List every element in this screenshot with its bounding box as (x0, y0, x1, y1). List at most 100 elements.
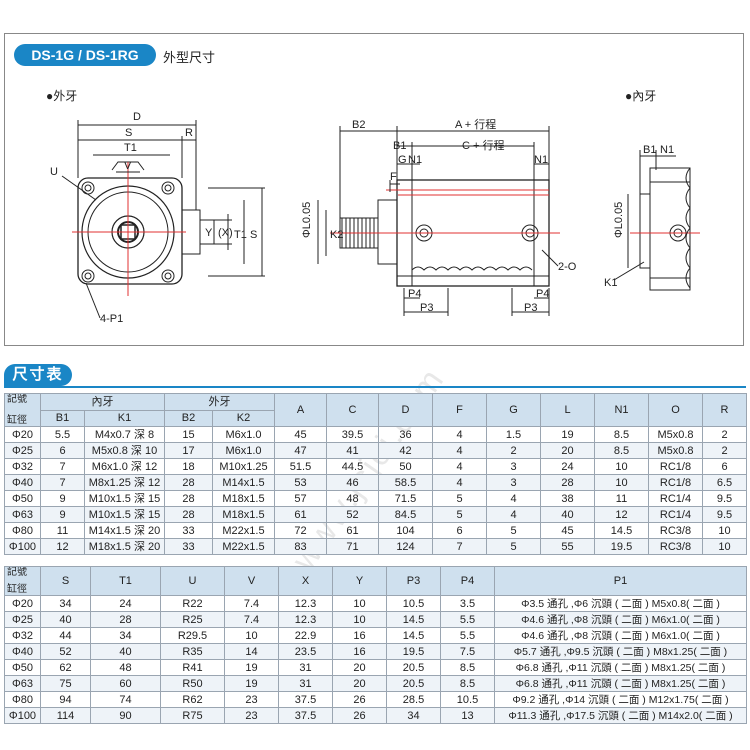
section-title: 尺寸表 (4, 364, 72, 386)
table2-corner: 記號 缸徑 (4, 566, 41, 596)
table2-cell: Φ6.8 通孔 ,Φ11 沉頭 ( 二面 ) M8x1.25( 二面 ) (494, 675, 747, 692)
table1-cell: 9 (40, 490, 85, 507)
table1-cell: M10x1.25 (212, 458, 275, 475)
table1-cell: 28 (164, 474, 213, 491)
table1-cell: 15 (164, 426, 213, 443)
table2-cell: 10 (332, 595, 387, 612)
table1-cell: 10 (702, 538, 747, 555)
table1-cell: 52 (326, 506, 379, 523)
dim-label-N1b: N1 (534, 154, 548, 166)
table1-cell: 5.5 (40, 426, 85, 443)
table1-cell: 10 (702, 522, 747, 539)
table1-cell: 20 (540, 442, 595, 459)
table1-cell: 38 (540, 490, 595, 507)
table2-header: T1 (90, 566, 161, 596)
table1-header: R (702, 393, 747, 427)
table1-cell: 4 (432, 442, 487, 459)
table1-cell: RC3/8 (648, 538, 703, 555)
table2-cell: 20.5 (386, 659, 441, 676)
table1-cell: M14x1.5 (212, 474, 275, 491)
table1-cell: 14.5 (594, 522, 649, 539)
table2-header: P3 (386, 566, 441, 596)
table1-cell: 5 (486, 522, 541, 539)
table1-cell: 33 (164, 522, 213, 539)
table2-cell: R50 (160, 675, 225, 692)
table1-cell: RC1/8 (648, 458, 703, 475)
table1-cell: 2 (702, 442, 747, 459)
table2-cell: 12.3 (278, 611, 333, 628)
table1-cell: 7 (40, 474, 85, 491)
dim-label-K2: K2 (330, 229, 343, 241)
table1-cell: 61 (326, 522, 379, 539)
table1-group-male: 外牙 (164, 393, 275, 411)
table1-cell: 3 (486, 458, 541, 475)
table2-header: U (160, 566, 225, 596)
table2-cell: 23 (224, 707, 279, 724)
table1-cell: 6.5 (702, 474, 747, 491)
table2-cell: 16 (332, 627, 387, 644)
table2-cell: 16 (332, 643, 387, 660)
table1-header: A (274, 393, 327, 427)
table1-cell: 12 (594, 506, 649, 523)
table2-cell: 28 (90, 611, 161, 628)
table2-cell: R22 (160, 595, 225, 612)
table1-cell: 17 (164, 442, 213, 459)
table1-header: N1 (594, 393, 649, 427)
section-divider (4, 386, 746, 388)
table2-cell: 34 (386, 707, 441, 724)
male-thread-label: ●內牙 (625, 89, 657, 103)
table1-cell: 50 (378, 458, 433, 475)
table1-cell: 36 (378, 426, 433, 443)
table2-bore-cell: Φ50 (4, 659, 41, 676)
table1-subheader: K2 (212, 409, 275, 427)
table2-cell: Φ4.6 通孔 ,Φ8 沉頭 ( 二面 ) M6x1.0( 二面 ) (494, 627, 747, 644)
dim-label-F: F (390, 171, 397, 183)
table1-cell: 11 (40, 522, 85, 539)
table1-cell: 44.5 (326, 458, 379, 475)
dim-label-P4a: P4 (408, 288, 421, 300)
dim-label-A: A + 行程 (455, 118, 496, 131)
table2-bore-cell: Φ20 (4, 595, 41, 612)
table1-cell: 84.5 (378, 506, 433, 523)
table2-cell: 12.3 (278, 595, 333, 612)
table2-cell: 20 (332, 675, 387, 692)
table2-cell: 5.5 (440, 611, 495, 628)
table2-cell: 10 (224, 627, 279, 644)
table2-cell: R41 (160, 659, 225, 676)
dim-label-B1: B1 (393, 140, 406, 152)
dim-label-V: V (124, 160, 132, 172)
dim-label-S-side: S (250, 229, 257, 241)
table1-cell: 3 (486, 474, 541, 491)
table1-cell: M18x1.5 深 20 (84, 538, 165, 555)
table1-cell: 28 (540, 474, 595, 491)
table1-bore-cell: Φ63 (4, 506, 41, 523)
table1-cell: 11 (594, 490, 649, 507)
table1-cell: 10 (594, 474, 649, 491)
table1-cell: M6x1.0 深 12 (84, 458, 165, 475)
dim-label-C: C + 行程 (462, 139, 504, 152)
table1-cell: 4 (486, 506, 541, 523)
dim-label-R: R (185, 127, 193, 139)
table1-cell: 6 (702, 458, 747, 475)
dim-label-U: U (50, 166, 58, 178)
dim-label-L-right: ΦL0.05 (613, 202, 625, 238)
table1-cell: RC1/4 (648, 490, 703, 507)
table2-cell: 23.5 (278, 643, 333, 660)
table2-cell: 26 (332, 691, 387, 708)
table2-cell: 48 (90, 659, 161, 676)
table2-cell: 14 (224, 643, 279, 660)
table2-cell: 20.5 (386, 675, 441, 692)
table2-cell: 10 (332, 611, 387, 628)
table1-subheader: B1 (40, 409, 85, 427)
table2-cell: 28.5 (386, 691, 441, 708)
